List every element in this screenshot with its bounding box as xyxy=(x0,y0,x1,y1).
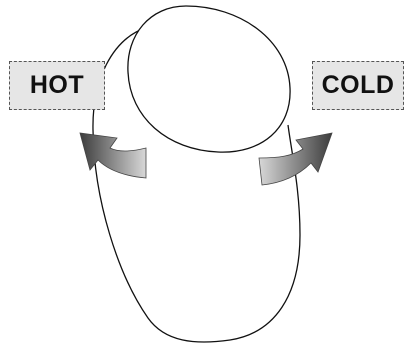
cold-label-text: COLD xyxy=(321,71,395,99)
right-curved-arrow xyxy=(258,132,333,186)
hot-label-box: HOT xyxy=(9,61,105,110)
hot-label-text: HOT xyxy=(29,71,85,99)
top-oval-shape xyxy=(127,5,291,153)
left-curved-arrow xyxy=(79,132,147,179)
cold-label-box: COLD xyxy=(312,61,404,110)
outer-loop-shape xyxy=(92,27,301,343)
